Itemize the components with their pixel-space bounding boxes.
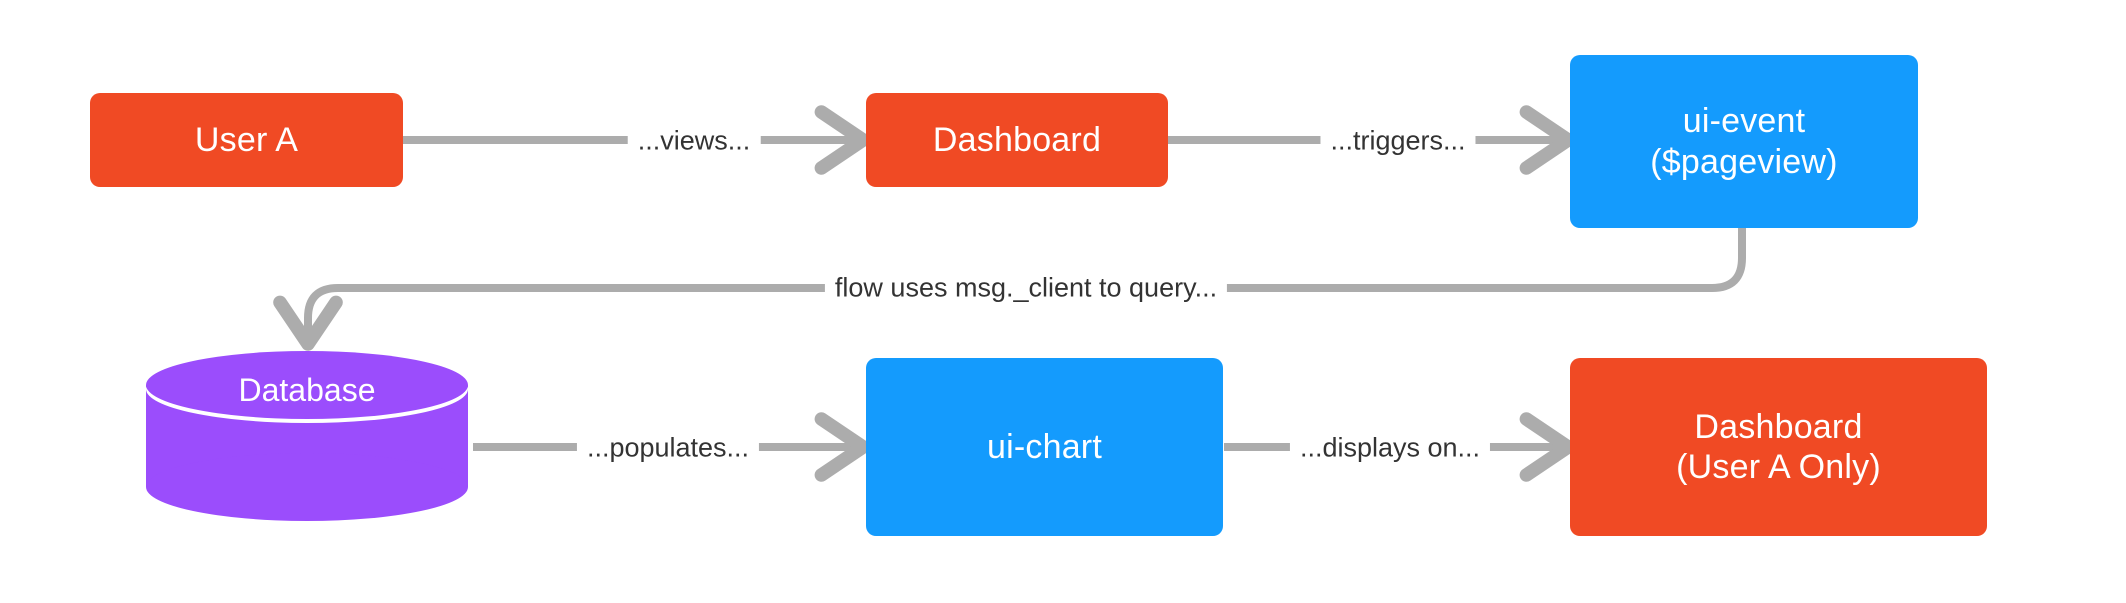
- node-ui-chart[interactable]: ui-chart: [866, 358, 1223, 536]
- node-dashboard-bottom-label-1: Dashboard: [1694, 407, 1863, 446]
- node-dashboard-top-label-1: Dashboard: [932, 120, 1102, 159]
- node-database[interactable]: Database: [146, 351, 468, 521]
- node-ui-event-label-1: ui-event: [1682, 102, 1806, 141]
- edge-label-triggers: ...triggers...: [1320, 127, 1476, 155]
- cylinder-top: [146, 351, 468, 419]
- node-database-label-1: Database: [238, 372, 376, 408]
- node-ui-event-label-2: ($pageview): [1650, 142, 1838, 181]
- node-user-a[interactable]: User A: [90, 93, 403, 187]
- edge-label-displays: ...displays on...: [1289, 434, 1491, 462]
- edge-label-populates: ...populates...: [576, 434, 760, 462]
- node-ui-chart-label-1: ui-chart: [987, 427, 1102, 466]
- node-dashboard-top[interactable]: Dashboard: [866, 93, 1168, 187]
- node-ui-event[interactable]: ui-event ($pageview): [1570, 55, 1918, 228]
- edge-label-query: flow uses msg._client to query...: [824, 274, 1228, 302]
- cylinder-bottom: [146, 453, 468, 521]
- node-user-a-label-1: User A: [194, 120, 299, 159]
- edge-label-views: ...views...: [627, 127, 761, 155]
- node-dashboard-bottom[interactable]: Dashboard (User A Only): [1570, 358, 1987, 536]
- node-dashboard-bottom-label-2: (User A Only): [1676, 448, 1881, 486]
